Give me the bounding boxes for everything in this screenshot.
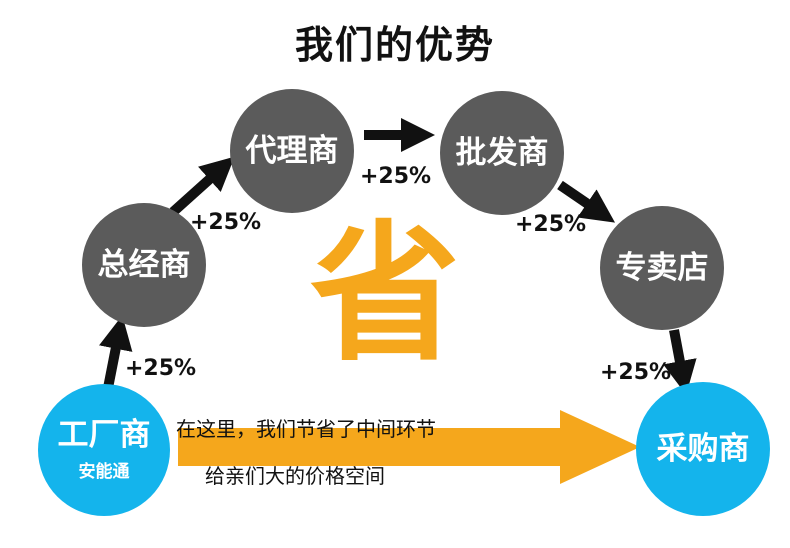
direct-arrow (178, 410, 640, 484)
node-factory-label: 工厂商 (57, 417, 151, 454)
node-factory: 工厂商 安能通 (38, 384, 170, 516)
node-distributor-label: 总经商 (97, 246, 191, 283)
arrow-wholesaler-to-store (557, 180, 616, 223)
node-factory-sub: 安能通 (78, 461, 130, 482)
node-wholesaler: 批发商 (440, 91, 564, 215)
page-title: 我们的优势 (294, 23, 495, 67)
arrow-store-to-buyer (663, 329, 697, 395)
node-store-label: 专卖店 (615, 249, 709, 286)
node-distributor: 总经商 (82, 203, 206, 327)
node-buyer: 采购商 (636, 382, 770, 516)
save-character: 省 (309, 208, 460, 382)
node-store: 专卖店 (600, 206, 724, 330)
arrow-factory-to-distributor (99, 315, 133, 389)
arrow-distributor-to-agent (169, 156, 235, 216)
markup-label: +25% (190, 210, 262, 235)
note-line-1: 在这里，我们节省了中间环节 (176, 417, 436, 441)
node-buyer-label: 采购商 (656, 430, 750, 467)
node-agent-label: 代理商 (245, 132, 339, 169)
note-line-2: 给亲们大的价格空间 (205, 464, 385, 488)
markup-label: +25% (125, 356, 197, 381)
markup-label: +25% (360, 164, 432, 189)
markup-label: +25% (515, 212, 587, 237)
markup-label: +25% (600, 360, 672, 385)
node-agent: 代理商 (230, 89, 354, 213)
node-wholesaler-label: 批发商 (455, 134, 549, 171)
